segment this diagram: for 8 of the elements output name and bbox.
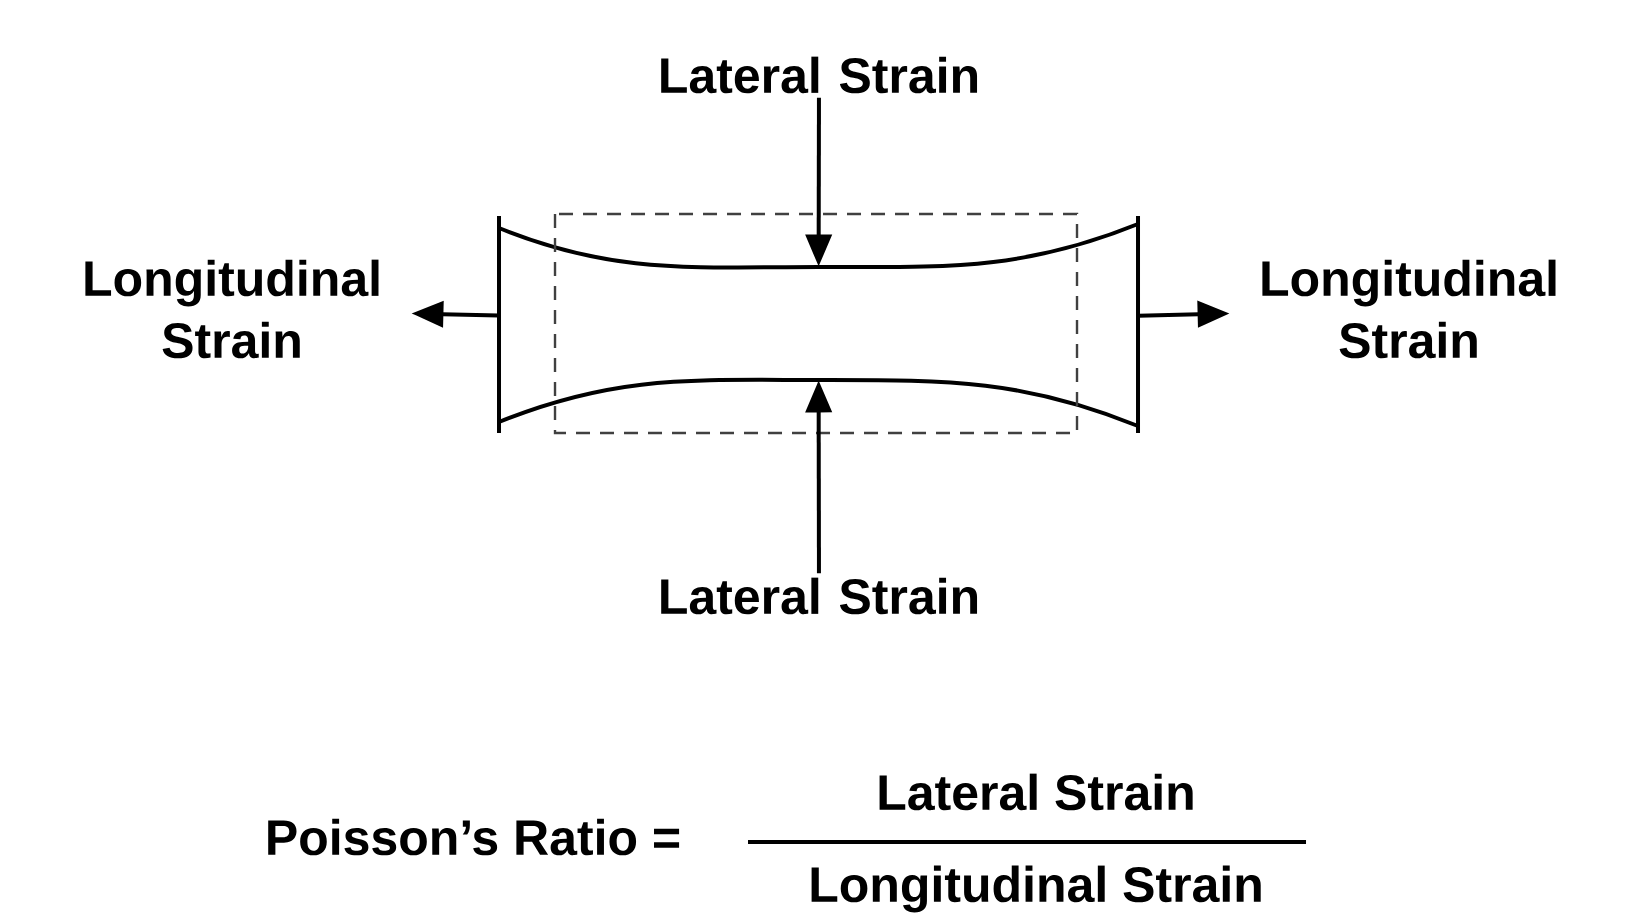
- strain-label: Lateral Strain: [661, 56, 978, 94]
- formula-label: Poisson’s Ratio =: [268, 818, 680, 856]
- strain-label: Lateral Strain: [661, 577, 978, 615]
- denominator: Longitudinal Strain: [811, 865, 1261, 913]
- strain-label: Longitudinal Strain: [85, 259, 379, 359]
- numerator: Lateral Strain: [879, 773, 1193, 811]
- specimen-drawing: [497, 212, 1140, 435]
- strain-label: Longitudinal Strain: [1262, 259, 1556, 359]
